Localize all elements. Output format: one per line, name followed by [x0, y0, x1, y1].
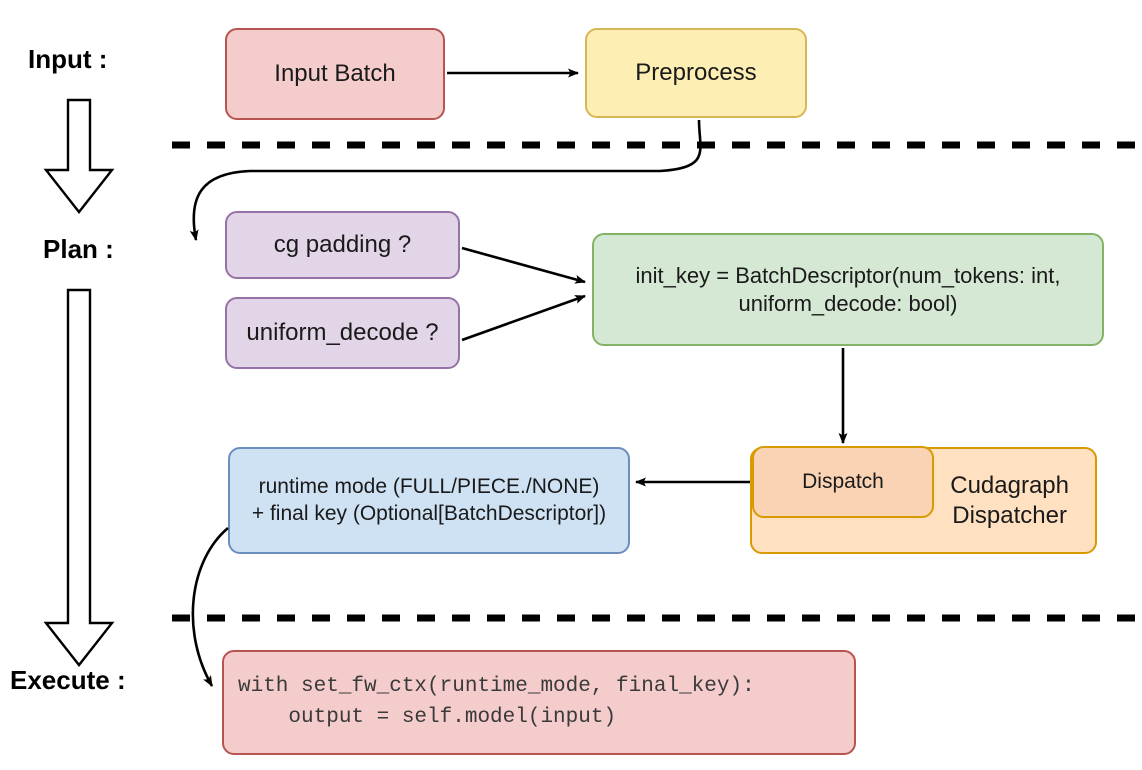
stage-label-execute: Execute : [10, 665, 126, 695]
node-code-block[interactable]: with set_fw_ctx(runtime_mode, final_key)… [222, 650, 856, 755]
node-runtime-mode[interactable]: runtime mode (FULL/PIECE./NONE) + final … [228, 447, 630, 554]
runtime-mode-line-2: + final key (Optional[BatchDescriptor]) [251, 501, 607, 525]
node-preprocess[interactable]: Preprocess [585, 28, 807, 118]
stage-label-plan: Plan : [43, 234, 114, 264]
arrow-cg-padding-to-init-key [461, 246, 586, 284]
init-key-line-1: init_key = BatchDescriptor(num_tokens: i… [635, 263, 1061, 288]
runtime-mode-line-1: runtime mode (FULL/PIECE./NONE) [258, 475, 600, 499]
node-dispatch[interactable]: Dispatch [752, 446, 934, 518]
code-line-2: output = self.model(input) [238, 705, 617, 729]
node-uniform-decode[interactable]: uniform_decode ? [225, 297, 460, 369]
cudagraph-dispatcher-label: Cudagraph Dispatcher [950, 471, 1069, 529]
node-cg-padding[interactable]: cg padding ? [225, 211, 460, 279]
stage-label-input: Input : [28, 44, 108, 74]
node-input-batch[interactable]: Input Batch [225, 28, 445, 120]
stage-arrow-plan-to-execute [43, 288, 115, 667]
init-key-line-2: uniform_decode: bool) [738, 290, 958, 316]
node-init-key[interactable]: init_key = BatchDescriptor(num_tokens: i… [592, 233, 1104, 346]
stage-arrow-input-to-plan [43, 98, 115, 214]
code-line-1: with set_fw_ctx(runtime_mode, final_key)… [238, 675, 755, 699]
arrow-uniform-decode-to-init-key [461, 294, 586, 342]
